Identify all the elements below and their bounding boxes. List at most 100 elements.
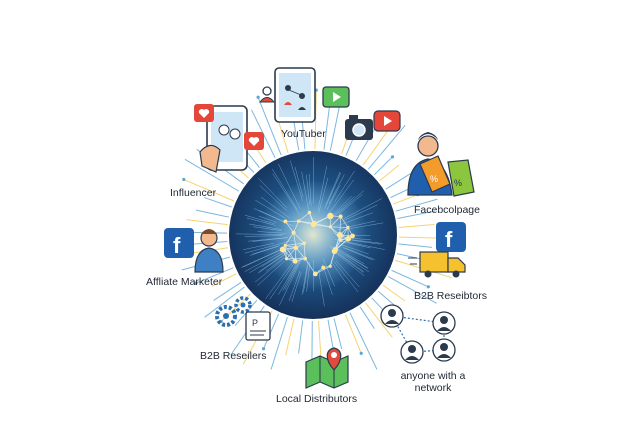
hub-streak [335, 239, 385, 250]
mesh-node [312, 271, 318, 277]
hub-streak [343, 204, 378, 221]
document-icon: P [245, 311, 271, 341]
hub-streak [240, 248, 283, 268]
mesh-link [293, 232, 305, 244]
hub-streak [259, 248, 293, 272]
facebook-icon: f [164, 228, 194, 258]
mesh-link [284, 232, 294, 246]
ray-line [263, 313, 280, 349]
ray-line [382, 284, 406, 302]
hub-streak [279, 255, 304, 306]
mesh-node [283, 219, 288, 224]
hub-streak [265, 256, 298, 299]
svg-text:%: % [454, 178, 462, 188]
mesh-node [311, 220, 317, 227]
hub-streak [257, 231, 287, 234]
hub-streak [326, 184, 341, 210]
ray-end-dot [256, 95, 260, 99]
node-label-influencer: Influencer [170, 187, 217, 199]
mesh-node [328, 264, 332, 268]
price-tag-icon: % [447, 159, 475, 197]
mesh-node [296, 219, 301, 223]
video-play-icon [322, 86, 350, 108]
ray-line [333, 318, 343, 350]
hub-streak [334, 190, 365, 217]
mesh-link [335, 238, 349, 250]
ray-end-dot [359, 351, 363, 355]
ray-line [318, 320, 322, 357]
hub-streak [325, 179, 354, 219]
person-icon [258, 86, 276, 103]
mesh-link [314, 223, 331, 228]
hub-streak [243, 242, 275, 250]
hub-streak [322, 258, 335, 287]
ray-line [186, 219, 228, 226]
mesh-link [330, 226, 342, 241]
mesh-node [350, 233, 355, 239]
hub-streak [252, 237, 288, 242]
mesh-node [292, 258, 298, 264]
hub-streak [318, 177, 329, 214]
svg-text:%: % [430, 174, 438, 184]
hub-streak [338, 194, 363, 214]
hub-streak [257, 247, 295, 274]
ray-line [373, 156, 393, 176]
node-label-facebook-page: Facebcolpage [414, 204, 480, 216]
node-label-b2b-right: B2B Reseibtors [414, 290, 487, 302]
ray-end-dot [390, 155, 395, 159]
truck-icon [408, 251, 466, 278]
network-mesh [235, 157, 385, 307]
hub-streak [261, 246, 295, 267]
hub-streak [246, 217, 277, 226]
hub-streak [265, 257, 285, 272]
b2b-right-illustration: f [408, 222, 466, 278]
affiliate-illustration: f [164, 228, 224, 273]
ray-line [314, 90, 317, 150]
ray-line [211, 273, 237, 287]
map-pin-icon [305, 347, 349, 389]
hub-streak [306, 261, 311, 292]
mesh-link [330, 216, 341, 228]
person-avatar [432, 338, 456, 362]
ray-end-dot [426, 285, 430, 289]
hub-streak [336, 253, 365, 277]
hub-streak [337, 220, 376, 230]
hub-streak [328, 174, 345, 205]
hub-streak [331, 262, 347, 284]
mesh-link [293, 232, 297, 248]
mesh-link [285, 221, 294, 233]
ray-end-dot [182, 177, 186, 182]
hub-streak [333, 261, 359, 293]
hub-streak [294, 167, 304, 198]
people-network-icon [380, 304, 456, 364]
svg-text:P: P [252, 318, 258, 328]
hub-streak [272, 168, 298, 210]
facebook-icon: f [436, 222, 466, 252]
hub-streak [269, 258, 298, 300]
hub-streak [335, 251, 364, 273]
ray-line [285, 318, 295, 356]
mesh-link [340, 216, 349, 228]
phone-icon [199, 105, 248, 173]
ray-line [391, 269, 429, 288]
svg-text:f: f [445, 227, 453, 252]
mesh-link [330, 226, 348, 228]
mesh-node [338, 238, 343, 242]
ray-line [367, 125, 406, 170]
ray-line [388, 276, 437, 304]
ray-line [349, 312, 378, 370]
hub-streak [252, 245, 280, 255]
hub-streak [340, 244, 369, 255]
hub-streak [258, 215, 278, 223]
hub-streak [278, 257, 300, 295]
mesh-node [332, 246, 339, 253]
hub-streak [342, 247, 373, 260]
hub-streak [260, 196, 290, 219]
b2b-left-illustration: P [215, 296, 271, 341]
ray-line [184, 158, 240, 192]
ray-line [379, 164, 400, 182]
hub-streak [343, 198, 383, 219]
mesh-link [293, 220, 300, 233]
ray-line [365, 302, 393, 338]
